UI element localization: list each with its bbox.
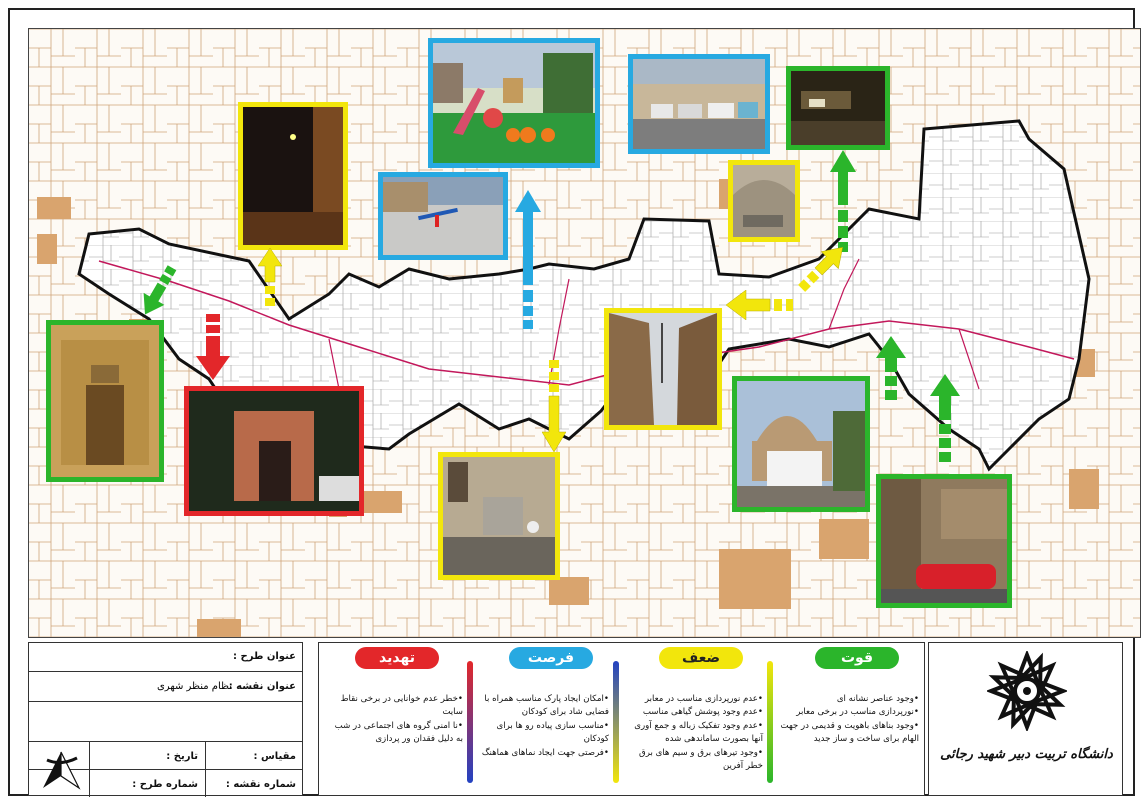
list-item: وجود بناهای باهویت و قدیمی در جهت الهام … xyxy=(779,720,919,747)
list-item: نا امنی گروه های اجتماعی در شب به دلیل ف… xyxy=(327,720,463,747)
list-item: فرصتی جهت ایجاد نماهای هماهنگ xyxy=(479,747,609,760)
project-title-label: عنوان طرح : xyxy=(233,651,296,662)
weakness-list: عدم نورپردازی مناسب در معابر عدم وجود پو… xyxy=(625,693,763,773)
photo-wall-trash xyxy=(728,160,800,242)
weakness-arrow-up-left xyxy=(258,248,282,306)
opportunity-list: امکان ایجاد پارک مناسب همراه با فضایی شا… xyxy=(479,693,609,760)
threat-arrow-down xyxy=(196,314,230,380)
list-item: نورپردازی مناسب در برخی معابر xyxy=(779,706,919,719)
list-item: وجود تیرهای برق و سیم های برق خطر آفرین xyxy=(625,747,763,774)
photo-garbage xyxy=(438,452,560,580)
photo-playground xyxy=(428,38,600,168)
photo-parking xyxy=(628,54,770,154)
photo-caravan xyxy=(732,376,870,512)
opportunity-header: فرصت xyxy=(509,647,593,669)
list-item: عدم نورپردازی مناسب در معابر xyxy=(625,693,763,706)
strength-bar xyxy=(767,661,773,783)
strength-list: وجود عناصر نشانه ای نورپردازی مناسب در ب… xyxy=(779,693,919,747)
opportunity-bar xyxy=(467,661,473,783)
map-sheet: عنوان طرح : عنوان نقشه : نظام منظر شهری … xyxy=(8,8,1141,797)
map-number-label: شماره نقشه : xyxy=(225,779,296,790)
photo-old-door xyxy=(46,320,164,482)
swot-legend: قوت وجود عناصر نشانه ای نورپردازی مناسب … xyxy=(318,642,925,796)
title-block: عنوان طرح : عنوان نقشه : نظام منظر شهری … xyxy=(28,642,303,797)
list-item: مناسب سازی پیاده رو ها برای کودکان xyxy=(479,720,609,747)
list-item: وجود عناصر نشانه ای xyxy=(779,693,919,706)
study-area-boundary xyxy=(77,119,1091,472)
scale-label: مقیاس : xyxy=(253,751,296,762)
strength-header: قوت xyxy=(815,647,899,669)
map-title-label: عنوان نقشه : xyxy=(228,681,296,692)
strength-arrow-up-mid xyxy=(876,336,906,400)
university-name: دانشگاه تربیت دبیر شهید رجائی xyxy=(940,747,1113,762)
map-title-value: نظام منظر شهری xyxy=(156,681,232,692)
photo-narrow-alley xyxy=(604,308,722,430)
strength-arrow-up-right xyxy=(930,374,960,462)
list-item: عدم وجود تفکیک زباله و جمع آوری آنها بصو… xyxy=(625,720,763,747)
main-street-line xyxy=(98,260,1075,386)
strength-arrow-diagonal xyxy=(143,265,177,315)
photo-night-street xyxy=(786,66,890,150)
legend-panel: عنوان طرح : عنوان نقشه : نظام منظر شهری … xyxy=(28,642,1141,802)
strength-arrow-up-top xyxy=(830,150,856,252)
list-item: خطر عدم خوانایی در برخی نقاط سایت xyxy=(327,693,463,720)
threat-header: تهدید xyxy=(355,647,439,669)
university-star-emblem xyxy=(987,651,1067,731)
weakness-arrow-left xyxy=(726,290,793,320)
opportunity-arrow-up xyxy=(515,190,541,329)
university-logo-box: دانشگاه تربیت دبیر شهید رجائی xyxy=(928,642,1123,796)
weakness-header: ضعف xyxy=(659,647,743,669)
side-street-lines xyxy=(328,258,980,430)
list-item: امکان ایجاد پارک مناسب همراه با فضایی شا… xyxy=(479,693,609,720)
weakness-arrow-diagonal xyxy=(798,247,843,292)
weakness-bar xyxy=(613,661,619,783)
photo-seesaw xyxy=(378,172,508,260)
photo-red-car xyxy=(876,474,1012,608)
weakness-arrow-down xyxy=(542,360,566,452)
photo-dark-alley xyxy=(238,102,348,250)
threat-list: خطر عدم خوانایی در برخی نقاط سایت نا امن… xyxy=(327,693,463,747)
north-arrow-icon xyxy=(43,751,81,790)
date-label: تاریخ : xyxy=(166,751,198,762)
list-item: عدم وجود پوشش گیاهی مناسب xyxy=(625,706,763,719)
photo-ruined-gate xyxy=(184,386,364,516)
plan-number-label: شماره طرح : xyxy=(132,779,198,790)
